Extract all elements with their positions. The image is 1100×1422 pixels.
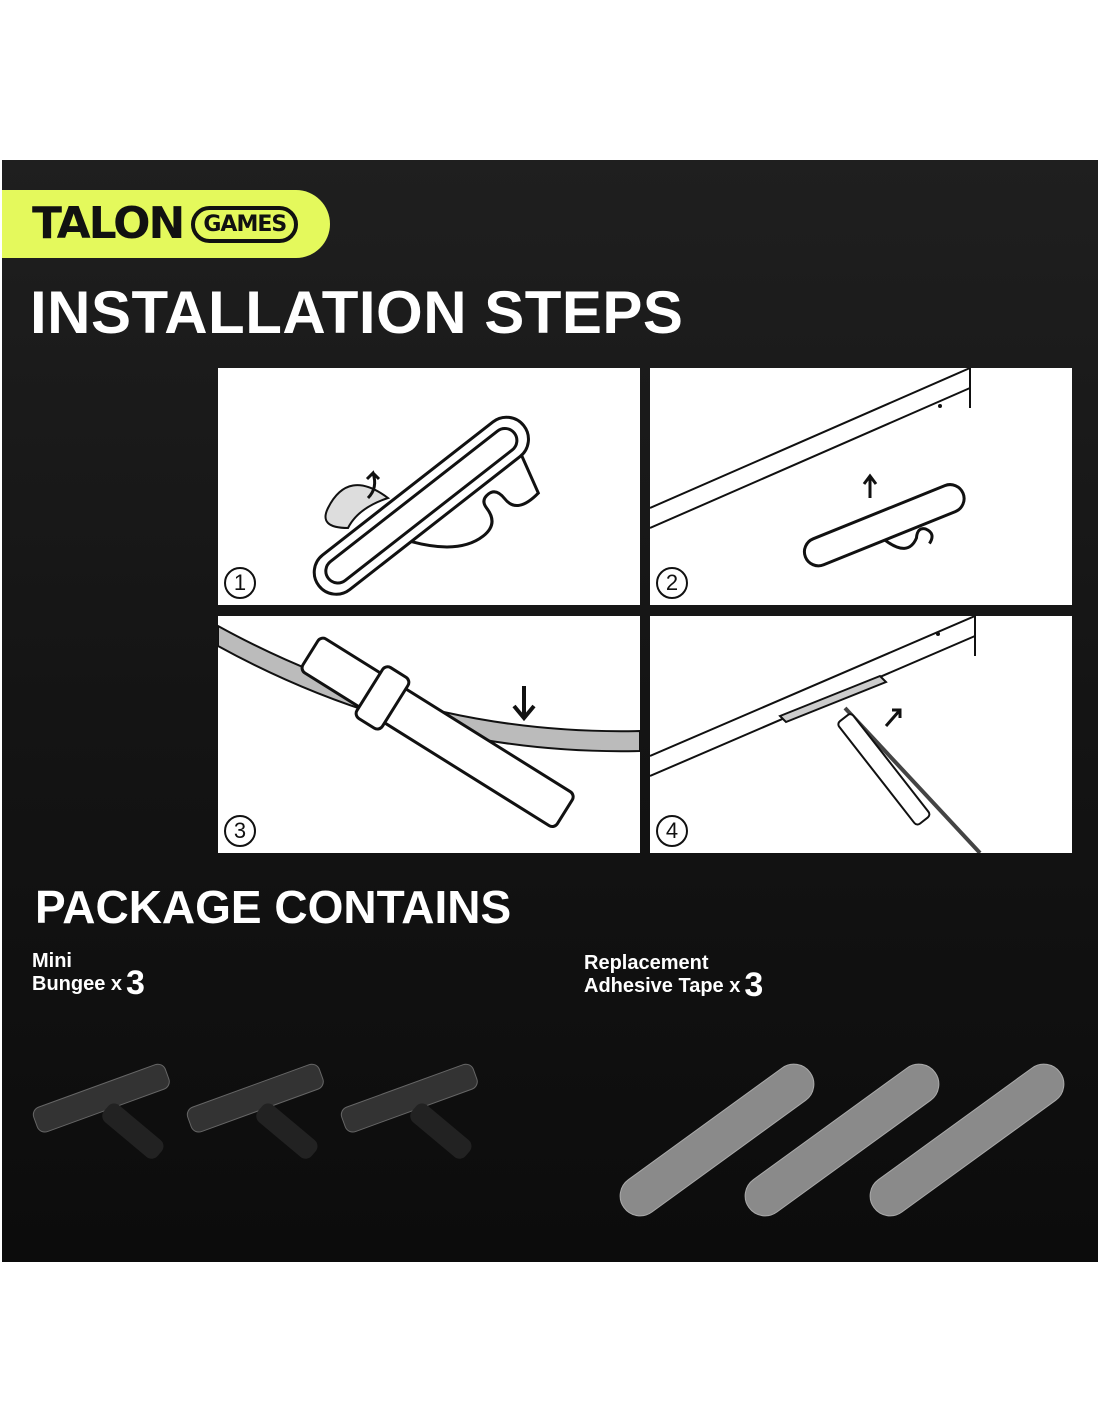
mini-bungee-image xyxy=(32,1063,170,1159)
step-number: 1 xyxy=(224,567,256,599)
brand-logo: TALON GAMES xyxy=(2,190,330,258)
brand-suffix: GAMES xyxy=(191,205,299,243)
label-line: Mini xyxy=(32,950,72,972)
hook-cable-illustration xyxy=(218,624,640,829)
step-1-panel: 1 xyxy=(218,368,640,605)
mini-bungee-image xyxy=(340,1063,478,1159)
step-3-panel: 3 xyxy=(218,616,640,853)
package-heading: PACKAGE CONTAINS xyxy=(35,881,512,933)
attach-to-surface-illustration xyxy=(650,368,971,568)
adhesive-tape-image xyxy=(619,1063,815,1217)
quantity: 3 xyxy=(744,966,764,1004)
installed-bungee-illustration xyxy=(650,616,982,853)
product-infographic: TALON GAMES INSTALLATION STEPS 1 2 xyxy=(2,160,1098,1262)
package-items-images xyxy=(32,1063,1065,1217)
label-line: Replacement xyxy=(584,952,709,974)
installation-heading: INSTALLATION STEPS xyxy=(30,279,684,346)
label-line: Bungee x xyxy=(32,973,123,995)
adhesive-tape-image xyxy=(869,1063,1065,1217)
mini-bungee-image xyxy=(186,1063,324,1159)
step-2-panel: 2 xyxy=(650,368,1072,605)
brand-name: TALON xyxy=(32,198,185,249)
step-number: 4 xyxy=(656,815,688,847)
label-line: Adhesive Tape x xyxy=(584,975,741,997)
step-4-panel: 4 xyxy=(650,616,1072,853)
step-number: 3 xyxy=(224,815,256,847)
quantity: 3 xyxy=(126,964,145,1002)
adhesive-tape-image xyxy=(744,1063,940,1217)
step-number: 2 xyxy=(656,567,688,599)
peel-tape-illustration xyxy=(312,415,541,596)
